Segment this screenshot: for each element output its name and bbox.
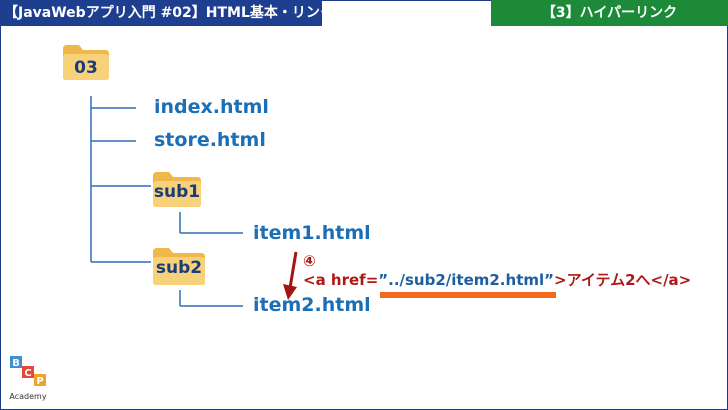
- file-item1: item1.html: [253, 222, 371, 244]
- folder-icon: [153, 172, 201, 207]
- folder-icon: [63, 45, 109, 80]
- folder-sub1: sub1: [152, 170, 202, 208]
- link-arrow-head: [283, 284, 297, 300]
- code-suffix: >アイテム2へ</a>: [554, 271, 692, 289]
- path-highlight-bar: [380, 292, 556, 298]
- file-store: store.html: [154, 129, 266, 151]
- slide-title: 【JavaWebアプリ入門 #02】HTML基本・リンク: [0, 0, 334, 26]
- folder-icon: [153, 248, 205, 285]
- folder-sub1-label: sub1: [153, 182, 201, 202]
- folder-03-label: 03: [74, 58, 98, 78]
- file-item2: item2.html: [253, 294, 371, 316]
- logo-letter-b: B: [12, 358, 20, 369]
- logo-letter-p: P: [36, 376, 43, 387]
- logo-letter-c: C: [24, 368, 31, 379]
- code-path: ”../sub2/item2.html”: [378, 271, 554, 289]
- link-code: <a href=”../sub2/item2.html”>アイテム2へ</a>: [303, 269, 691, 290]
- file-index: index.html: [154, 96, 269, 118]
- folder-03: 03: [62, 43, 110, 81]
- logo-mark: B C P: [10, 356, 46, 387]
- section-title: 【3】ハイパーリンク: [491, 0, 728, 26]
- code-prefix: <a href=: [303, 271, 379, 289]
- step-number: ④: [303, 252, 316, 270]
- logo-text: Academy: [9, 392, 47, 401]
- folder-sub2-label: sub2: [155, 258, 203, 278]
- bcp-academy-logo: B C P Academy: [4, 352, 52, 408]
- link-arrow-shaft: [288, 251, 298, 289]
- folder-sub2: sub2: [152, 246, 206, 286]
